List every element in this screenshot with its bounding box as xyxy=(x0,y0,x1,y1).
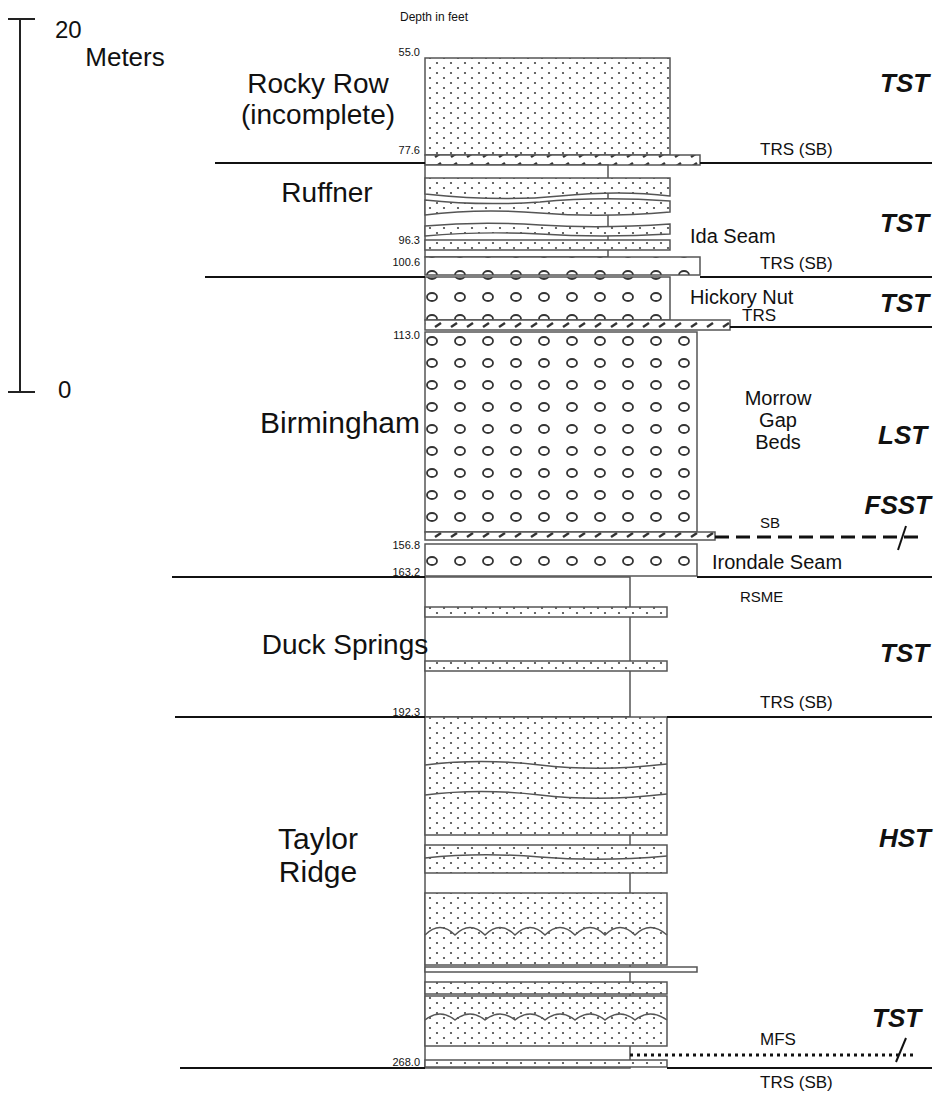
bed-name: Hickory Nut xyxy=(690,286,793,308)
tract-label: LST xyxy=(878,421,927,450)
surface-label: TRS (SB) xyxy=(760,141,833,160)
tract-label: TST xyxy=(880,209,929,238)
tract-divider xyxy=(896,1038,906,1062)
scale-bar xyxy=(8,19,35,392)
depth-value: 77.6 xyxy=(399,144,420,156)
tract-label: TST xyxy=(880,69,929,98)
surface-label: MFS xyxy=(760,1031,796,1050)
depth-value: 192.3 xyxy=(392,706,420,718)
depth-value: 96.3 xyxy=(399,234,420,246)
max-flooding-surface xyxy=(630,1054,915,1057)
depth-value: 156.8 xyxy=(392,539,420,551)
formation-name: Ruffner xyxy=(281,178,372,209)
surface-label: TRS (SB) xyxy=(760,694,833,713)
scale-value: 0 xyxy=(58,377,71,403)
depth-value: 163.2 xyxy=(392,566,420,578)
bed-name: Irondale Seam xyxy=(712,551,842,573)
depth-value: 268.0 xyxy=(392,1056,420,1068)
surface-label: TRS (SB) xyxy=(760,1074,833,1093)
beds xyxy=(425,58,730,1068)
tract-label: TST xyxy=(880,639,929,668)
surface-label: TRS xyxy=(742,307,776,326)
scale-value: 20 xyxy=(55,17,82,43)
formation-name: Taylor Ridge xyxy=(243,822,393,888)
tract-label: TST xyxy=(880,289,929,318)
sequence-boundary xyxy=(715,536,925,539)
formation-name: Duck Springs xyxy=(262,630,429,661)
tract-divider xyxy=(898,526,906,550)
tract-label: FSST xyxy=(865,491,931,520)
depth-value: 100.6 xyxy=(392,256,420,268)
depth-value: 55.0 xyxy=(399,46,420,58)
depth-value: 113.0 xyxy=(393,329,420,341)
tract-label: HST xyxy=(879,824,931,853)
axis-title: Depth in feet xyxy=(400,11,468,24)
bed-name: Morrow Gap Beds xyxy=(738,387,818,453)
formation-name: Birmingham xyxy=(260,406,420,439)
surface-label: RSME xyxy=(740,589,783,606)
scale-unit: Meters xyxy=(85,43,164,72)
surface-label: SB xyxy=(760,515,780,532)
tract-label: TST xyxy=(872,1004,921,1033)
bed-name: Ida Seam xyxy=(690,225,776,247)
surface-label: TRS (SB) xyxy=(760,255,833,274)
surface-lines xyxy=(172,163,932,1068)
formation-name: Rocky Row (incomplete) xyxy=(226,69,411,131)
